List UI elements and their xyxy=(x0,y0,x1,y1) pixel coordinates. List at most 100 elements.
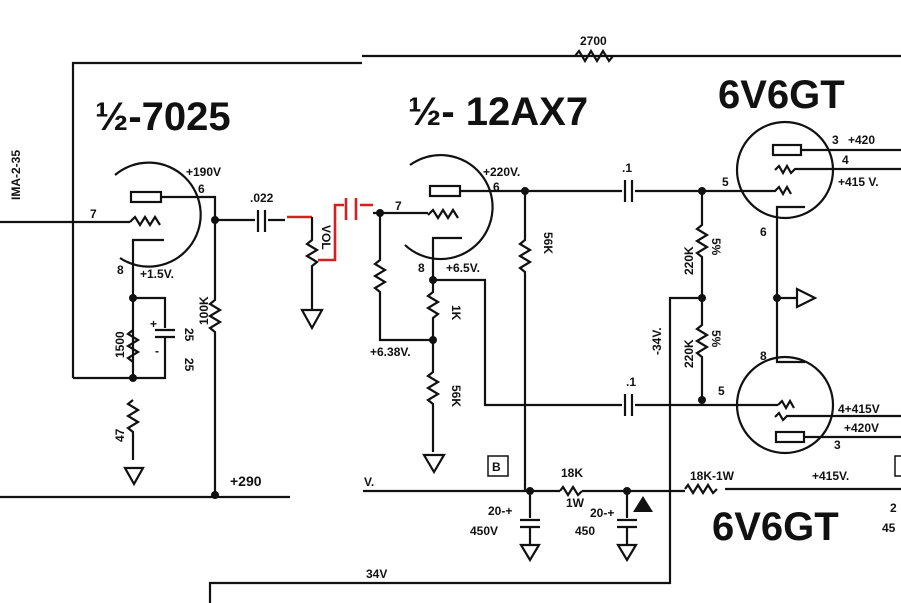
label: 5% xyxy=(709,238,723,256)
label: 7 xyxy=(90,207,97,221)
cathode-bypass-cap xyxy=(73,296,175,380)
label: 47 xyxy=(113,428,127,442)
label: +220V. xyxy=(483,165,520,179)
resistor-18k xyxy=(559,484,583,498)
label: 1500 xyxy=(113,331,127,358)
ground-2 xyxy=(422,453,446,475)
tube1-cathode xyxy=(131,238,164,378)
label: 56K xyxy=(449,385,463,407)
ground-vol xyxy=(300,308,324,331)
label: 450 xyxy=(575,524,595,538)
label: .1 xyxy=(626,375,636,389)
label: 1W xyxy=(566,496,585,510)
label: 34V xyxy=(366,567,387,581)
label: 6 xyxy=(493,180,500,194)
junction xyxy=(429,336,437,344)
cap-01-a xyxy=(623,180,634,202)
label: 18K-1W xyxy=(690,469,735,483)
triangle-marker xyxy=(633,496,653,512)
label: 5% xyxy=(709,330,723,348)
filter-cap-1 xyxy=(520,491,540,545)
label: 5 xyxy=(718,384,725,398)
tube3-title: 6V6GT xyxy=(718,73,845,117)
resistor-220k-b xyxy=(694,298,710,400)
b-plus-bus-right xyxy=(363,487,901,493)
junction xyxy=(698,396,706,404)
label: +290 xyxy=(230,473,262,489)
label: 56K xyxy=(541,232,555,254)
ground-4 xyxy=(616,543,638,563)
label: VOL xyxy=(319,225,333,250)
label: - xyxy=(155,344,159,358)
label: 20-+ xyxy=(488,504,512,518)
label: 4 xyxy=(842,153,849,167)
junction xyxy=(429,276,437,284)
label: +1.5V. xyxy=(140,267,174,281)
label: B xyxy=(492,460,501,474)
side-label: IMA-2-35 xyxy=(9,150,23,200)
label: +420V xyxy=(844,421,879,435)
resistor-18k-1w xyxy=(684,482,718,496)
box-right xyxy=(894,455,901,477)
resistor-56k-cathode xyxy=(425,340,441,452)
resistor-220k-a xyxy=(694,191,710,298)
label: +6.38V. xyxy=(370,345,411,359)
label: V. xyxy=(364,475,374,489)
tube1-grid xyxy=(129,214,161,228)
volume-pot xyxy=(304,217,320,310)
coupling-cap-022 xyxy=(256,210,267,232)
modified-wire-wiper xyxy=(318,203,373,262)
phase-inverter-wire xyxy=(433,278,778,407)
label: +415 V. xyxy=(838,175,879,189)
tube4-plate xyxy=(774,430,806,444)
tube3-grids xyxy=(738,148,901,197)
tube3-cathode xyxy=(775,205,805,364)
junction xyxy=(129,294,137,302)
tube2-cathode xyxy=(431,236,462,280)
label: 220K xyxy=(682,339,696,368)
label: 8 xyxy=(760,349,767,363)
label: 8 xyxy=(418,261,425,275)
label: 100K xyxy=(197,296,211,325)
junction xyxy=(698,294,706,302)
label: 8 xyxy=(117,263,124,277)
cathode-resistor-1500 xyxy=(125,329,141,363)
label: + xyxy=(150,317,157,331)
label: 25 xyxy=(182,328,196,342)
label: 2 xyxy=(890,501,897,515)
label: 3 xyxy=(834,438,841,452)
tube1-envelope xyxy=(114,161,202,268)
tube2-envelope xyxy=(404,154,494,261)
label: 20-+ xyxy=(590,506,614,520)
label: 1K xyxy=(449,305,463,321)
ground-3 xyxy=(519,543,541,563)
cathode-ground-arrow xyxy=(777,287,818,309)
label: +6.5V. xyxy=(446,261,480,275)
tube2-title: ½- 12AX7 xyxy=(408,90,588,134)
tube4-grids xyxy=(774,398,901,439)
junction xyxy=(211,216,219,224)
label: 4+415V xyxy=(838,402,880,416)
modified-coupling-cap xyxy=(344,198,358,220)
label: 450V xyxy=(470,524,498,538)
junction xyxy=(521,187,529,195)
label: 45 xyxy=(882,521,896,535)
label: +415V. xyxy=(812,469,849,483)
resistor-47 xyxy=(125,399,141,460)
label: 7 xyxy=(395,199,402,213)
tube4-envelope xyxy=(735,355,835,455)
label: 3 xyxy=(832,133,839,147)
ground-1 xyxy=(123,466,145,487)
resistor-1k xyxy=(425,280,441,340)
plate-resistor-100k xyxy=(207,220,223,495)
junction xyxy=(698,187,706,195)
label: +420 xyxy=(848,133,875,147)
junction xyxy=(129,374,137,382)
label: .1 xyxy=(622,161,632,175)
label: -34V. xyxy=(650,327,664,355)
feedback-resistor-2700 xyxy=(574,48,614,64)
label: +190V xyxy=(186,165,221,179)
grid-leak-resistor xyxy=(372,213,433,342)
tube3-plate xyxy=(771,143,803,157)
